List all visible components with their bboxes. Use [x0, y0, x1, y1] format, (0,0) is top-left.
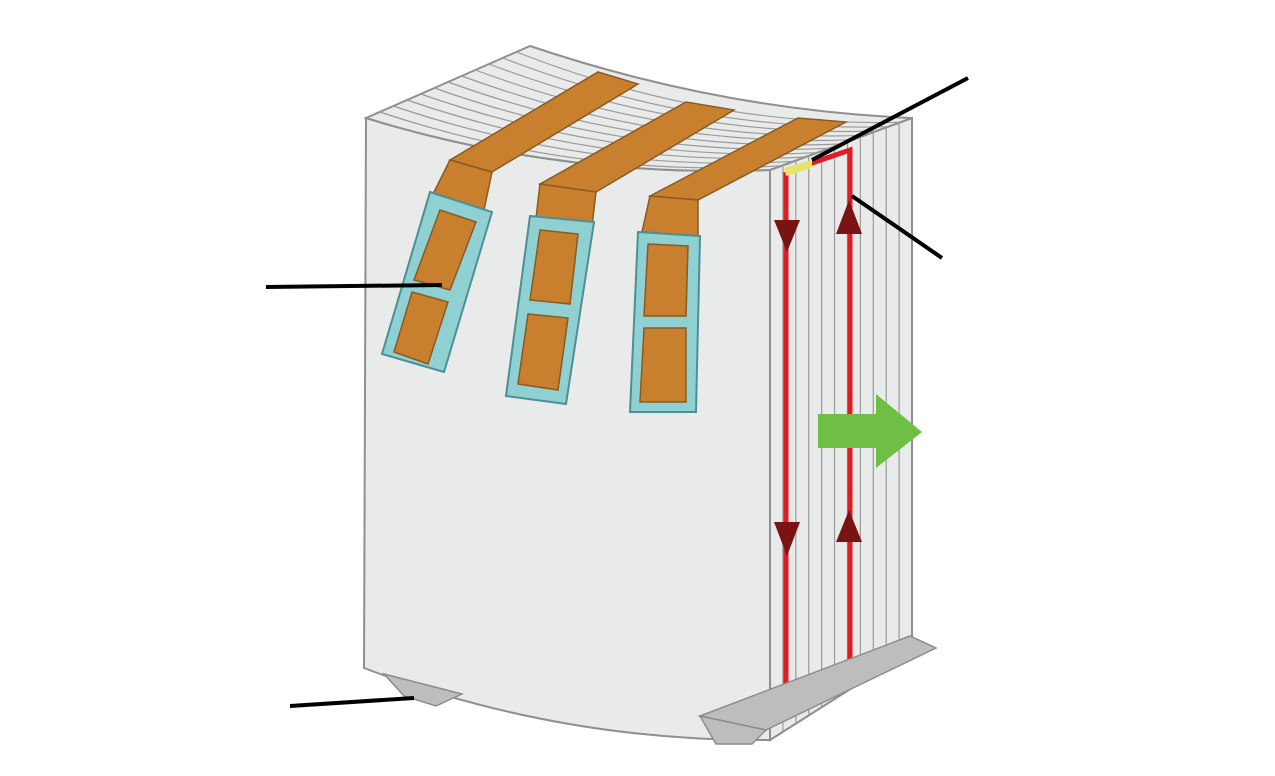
current-arrow-down-icon: [774, 522, 800, 556]
leader-line-slot-insulation: [265, 283, 443, 289]
slot-coil-3b: [639, 327, 687, 403]
slot-coil-2a: [529, 229, 579, 305]
arrow-right-icon: [818, 394, 922, 468]
leader-line-current-loop: [850, 194, 944, 260]
mounting-foot: [381, 672, 465, 707]
mounting-rail: [697, 635, 938, 745]
coil-conductor-group: [430, 71, 849, 237]
leader-lines: [265, 76, 969, 708]
slot-coil-3a: [643, 243, 689, 317]
slot-coil-1b: [393, 291, 449, 365]
slot-insulation-group: [380, 190, 702, 413]
loop-highlight: [784, 160, 812, 176]
current-arrow-down-icon: [774, 220, 800, 252]
coil-bend-3: [641, 195, 699, 237]
current-arrow-up-icon: [836, 200, 862, 234]
leader-line-foot: [289, 696, 415, 708]
slot-coil-1a: [413, 209, 477, 291]
leader-line-top: [811, 76, 969, 162]
rail-end-foot: [698, 714, 768, 745]
current-arrow-up-icon: [836, 510, 862, 542]
slot-coil-2b: [517, 313, 569, 391]
